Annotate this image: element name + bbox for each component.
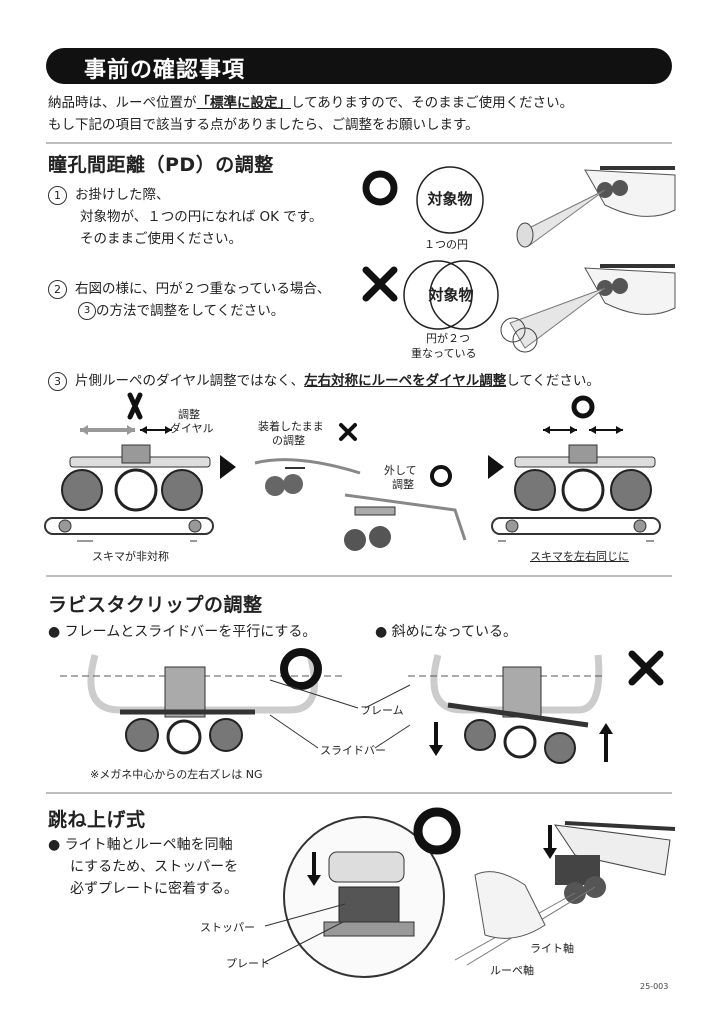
- step-number: 1: [48, 185, 67, 205]
- divider: [46, 142, 672, 144]
- step-number: 3: [48, 371, 67, 391]
- frame-label: フレーム: [360, 704, 404, 717]
- step-text-end: してください。: [506, 373, 600, 389]
- stopper-closeup-illustration: [283, 816, 445, 978]
- flip-item: ● ライト軸とルーペ軸を同軸: [48, 837, 233, 853]
- removed-label-1: 外して: [384, 464, 417, 477]
- one-circle-caption: １つの円: [424, 238, 468, 251]
- step-text: 片側ルーペのダイヤル調整ではなく、: [75, 373, 305, 389]
- gap-asymmetric-label: スキマが非対称: [92, 550, 169, 563]
- ok-mark-icon-3: [413, 807, 461, 855]
- target-circle-icon: [416, 166, 484, 234]
- clip-ok-text: フレームとスライドバーを平行にする。: [64, 624, 317, 640]
- worn-adjust-illustration: [254, 458, 361, 496]
- pd-step-2: 2 右図の様に、円が２つ重なっている場合、: [48, 278, 330, 300]
- double-circle-icon: [403, 260, 499, 330]
- worn-label-2: の調整: [272, 434, 305, 447]
- two-circle-caption-1: 円が２つ: [426, 332, 470, 345]
- arrow-right-icon: [220, 455, 236, 479]
- arrow-right-icon-2: [488, 455, 504, 479]
- target-label: 対象物: [427, 190, 473, 208]
- clip-note: ※メガネ中心からの左右ズレは NG: [90, 768, 263, 781]
- loupe-symmetric-diagram: [514, 395, 656, 512]
- intro-text: 納品時は、ルーペ位置が: [48, 95, 197, 111]
- dial-label-1: 調整: [178, 408, 200, 421]
- loupe-axis-label: ルーペ軸: [490, 964, 534, 977]
- plate-label: プレート: [226, 957, 270, 970]
- intro-highlight: 「標準に設定」: [196, 95, 292, 111]
- removed-adjust-illustration: [344, 493, 467, 551]
- ng-small-icon: [339, 423, 357, 441]
- pd-step-1: 1 お掛けした際、: [48, 184, 170, 206]
- loupe-double-view-illustration: [500, 264, 676, 353]
- intro-line-2: もし下記の項目で該当する点がありましたら、ご調整をお願いします。: [48, 117, 479, 133]
- dial-label-2: ダイヤル: [170, 422, 214, 435]
- removed-label-2: 調整: [392, 478, 414, 491]
- worn-label-1: 装着したまま: [258, 420, 324, 433]
- slide-bar-symmetric: [491, 517, 661, 542]
- ng-mark-icon-2: [628, 650, 664, 686]
- pd-step-3: 3 片側ルーペのダイヤル調整ではなく、左右対称にルーペをダイヤル調整してください。: [48, 370, 600, 392]
- ok-small-icon: [430, 465, 452, 487]
- flip-heading: 跳ね上げ式: [48, 809, 146, 831]
- gap-symmetric-label: スキマを左右同じに: [530, 550, 629, 563]
- step-text: お掛けした際、: [75, 187, 170, 203]
- flip-leader-lines: [264, 903, 346, 963]
- flip-text-2: にするため、ストッパーを: [70, 859, 239, 875]
- clip-leader-lines: [269, 679, 411, 749]
- pd-heading: 瞳孔間距離（PD）の調整: [48, 154, 274, 176]
- flip-text-3: 必ずプレートに密着する。: [70, 881, 238, 897]
- flip-text-1: ライト軸とルーペ軸を同軸: [64, 837, 233, 853]
- ok-mark-icon: [362, 170, 398, 206]
- clip-ng-item: ● 斜めになっている。: [375, 624, 517, 640]
- loupe-asymmetric-diagram: [61, 392, 211, 512]
- step-text: の方法で調整をしてください。: [96, 303, 285, 319]
- pd-step-1-line-3: そのままご使用ください。: [80, 231, 242, 247]
- slide-bar-label: スライドバー: [320, 744, 386, 757]
- loupe-view-illustration: [516, 166, 676, 248]
- clip-ok-item: ● フレームとスライドバーを平行にする。: [48, 624, 317, 640]
- two-circle-caption-2: 重なっている: [411, 347, 477, 360]
- flip-axis-illustration: [454, 821, 676, 966]
- intro-line-1: 納品時は、ルーペ位置が「標準に設定」してありますので、そのままご使用ください。: [48, 92, 573, 114]
- clip-ng-text: 斜めになっている。: [391, 624, 517, 640]
- step-text: 右図の様に、円が２つ重なっている場合、: [75, 281, 331, 297]
- page-title: 事前の確認事項: [84, 58, 246, 83]
- clip-heading: ラビスタクリップの調整: [48, 594, 263, 616]
- intro-text-end: してありますので、そのままご使用ください。: [291, 95, 574, 111]
- step-number: 2: [48, 279, 67, 299]
- divider: [46, 575, 672, 577]
- clip-tilted-illustration: [408, 654, 613, 764]
- step-ref: 3: [78, 302, 96, 320]
- pd-step-1-line-2: 対象物が、１つの円になれば OK です。: [80, 209, 323, 225]
- step-highlight: 左右対称にルーペをダイヤル調整: [304, 373, 507, 389]
- target-label-2: 対象物: [428, 286, 474, 304]
- title-banner: 事前の確認事項: [46, 48, 672, 84]
- divider: [46, 792, 672, 794]
- slide-bar-asymmetric: [44, 517, 214, 542]
- document-code: 25-003: [640, 982, 669, 991]
- light-axis-label: ライト軸: [530, 942, 574, 955]
- ok-mark-icon-2: [280, 648, 322, 690]
- clip-parallel-illustration: [60, 654, 345, 755]
- ng-mark-icon: [362, 266, 398, 302]
- stopper-label: ストッパー: [200, 921, 255, 934]
